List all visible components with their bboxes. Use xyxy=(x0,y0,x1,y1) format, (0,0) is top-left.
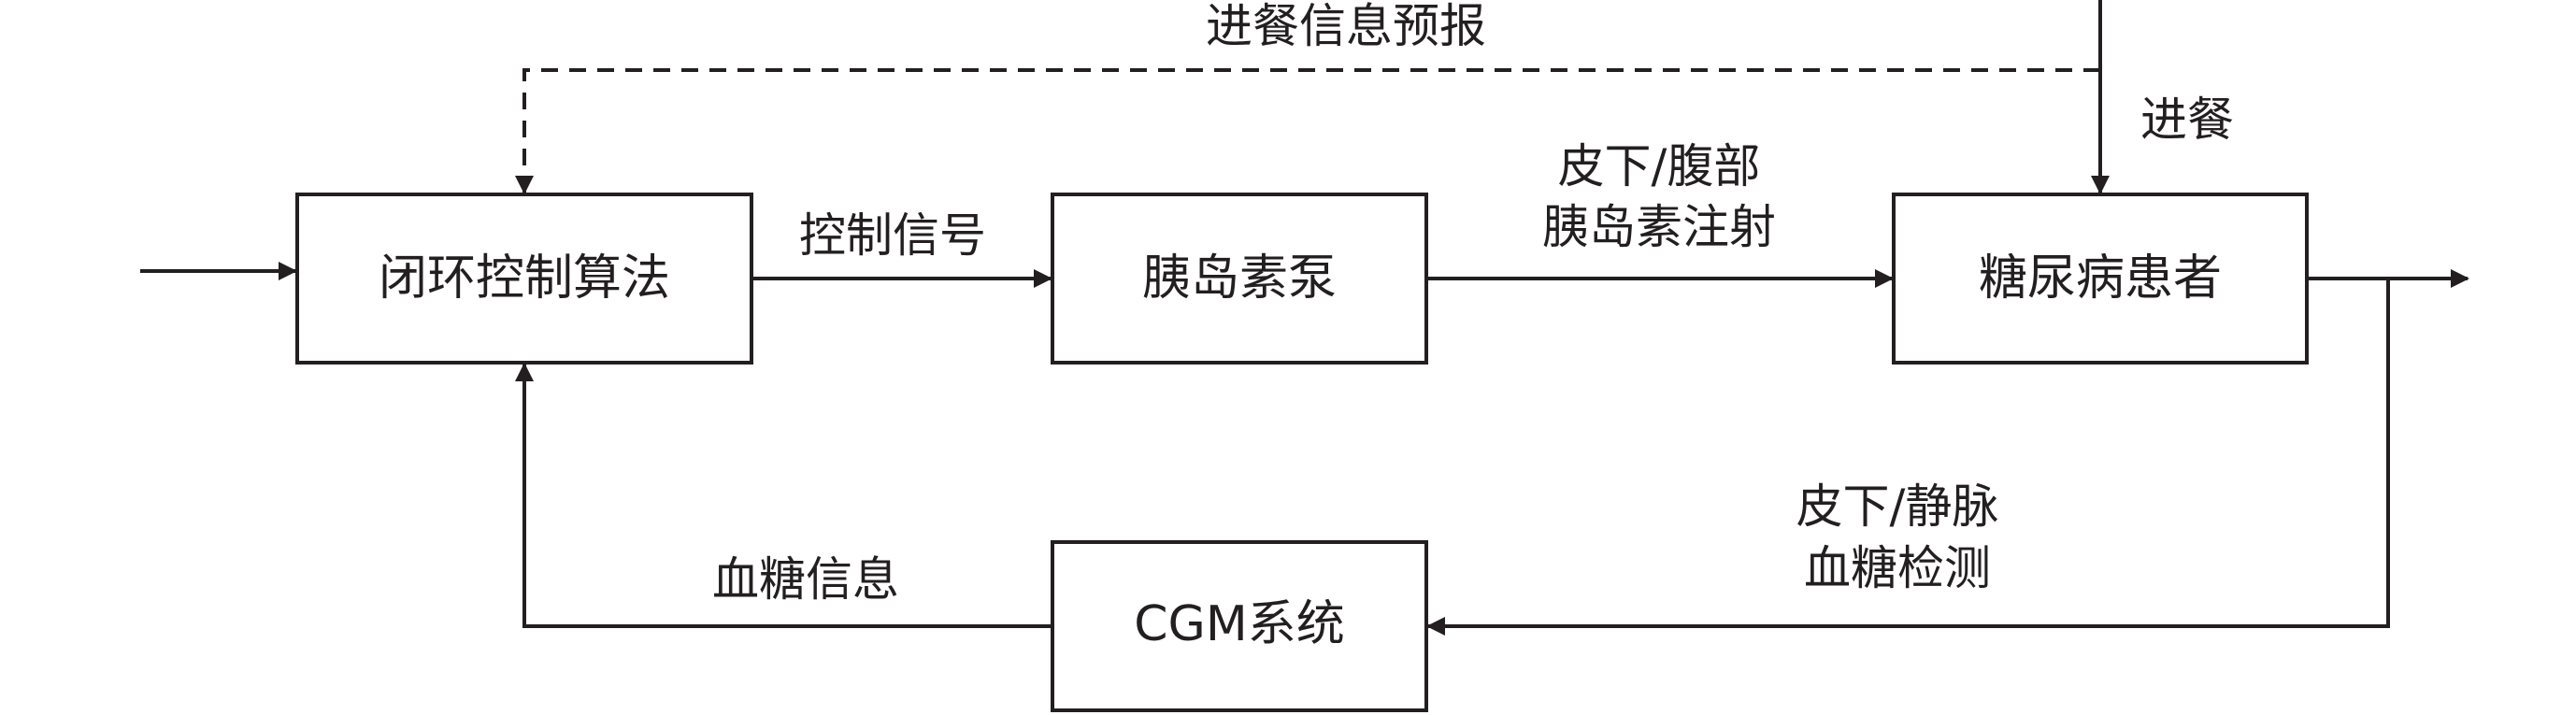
controller-label: 闭环控制算法 xyxy=(379,250,670,307)
sensing-label-line1: 皮下/静脉 xyxy=(1796,479,1999,534)
injection-label-line2: 胰岛素注射 xyxy=(1542,200,1776,254)
injection-label-line1: 皮下/腹部 xyxy=(1558,139,1761,193)
insulin-pump-label: 胰岛素泵 xyxy=(1142,250,1337,307)
glucose-info-arrow xyxy=(515,363,1052,628)
meal-forecast-dashed-arrow xyxy=(515,68,2100,194)
patient-block: 糖尿病患者 xyxy=(1892,193,2309,365)
glucose-info-label: 血糖信息 xyxy=(712,552,899,607)
patient-label: 糖尿病患者 xyxy=(1979,250,2222,307)
controller-block: 闭环控制算法 xyxy=(295,193,753,365)
glucose-sensing-arrow xyxy=(1426,279,2390,636)
sensing-label-line2: 血糖检测 xyxy=(1804,541,1991,595)
insulin-pump-block: 胰岛素泵 xyxy=(1051,193,1428,365)
cgm-system-block: CGM系统 xyxy=(1051,540,1428,712)
cgm-system-label: CGM系统 xyxy=(1134,596,1344,652)
meal-forecast-label: 进餐信息预报 xyxy=(1206,0,1486,53)
control-signal-label: 控制信号 xyxy=(799,208,986,263)
meal-label: 进餐 xyxy=(2140,93,2234,147)
